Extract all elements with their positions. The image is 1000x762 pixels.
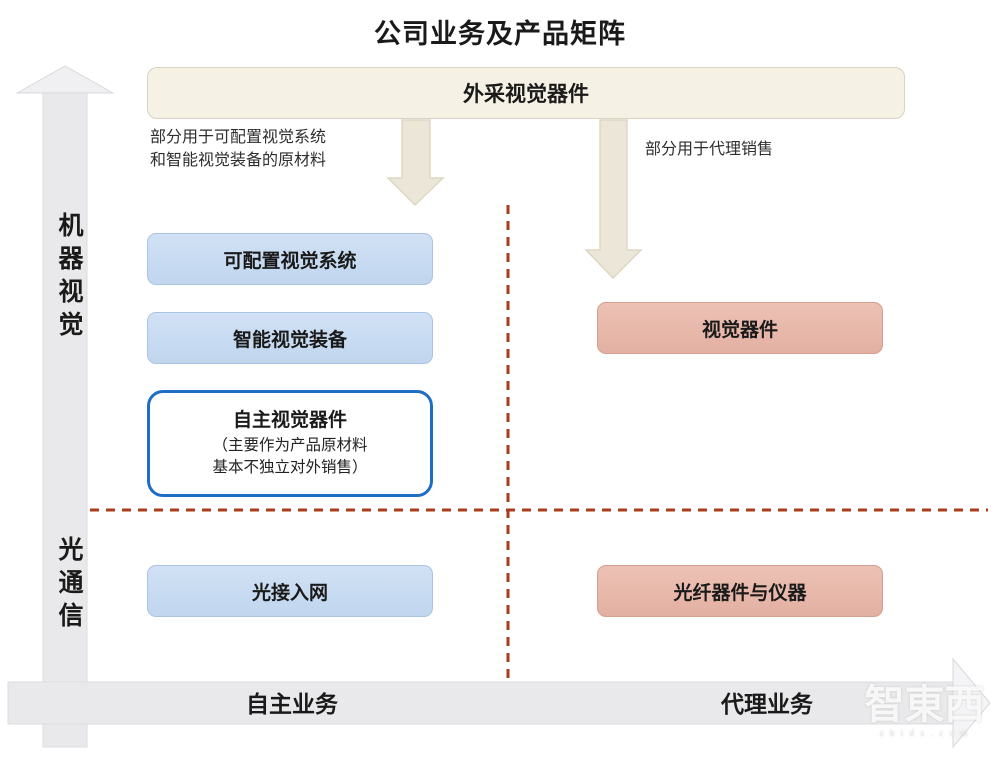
box-configurable-vision-system: 可配置视觉系统 bbox=[147, 233, 433, 285]
box-fiber-components-instruments-label: 光纤器件与仪器 bbox=[673, 582, 807, 604]
box-intelligent-vision-equipment: 智能视觉装备 bbox=[147, 312, 433, 364]
box-fiber-components-instruments: 光纤器件与仪器 bbox=[597, 565, 883, 617]
y-axis-label-optical-comm: 光通信 bbox=[55, 536, 82, 635]
box-self-developed-sub-line2: 基本不独立对外销售） bbox=[212, 459, 368, 477]
box-outsourced-vision-components-label: 外采视觉器件 bbox=[463, 82, 589, 106]
y-axis-shaft bbox=[42, 89, 88, 748]
box-optical-access-network-label: 光接入网 bbox=[251, 582, 328, 604]
flow-arrow-right-icon bbox=[584, 119, 643, 280]
box-configurable-vision-system-label: 可配置视觉系统 bbox=[223, 250, 357, 272]
box-self-developed-title: 自主视觉器件 bbox=[232, 410, 347, 432]
annotation-left: 部分用于可配置视觉系统 和智能视觉装备的原材料 bbox=[150, 126, 400, 172]
box-vision-components: 视觉器件 bbox=[597, 302, 883, 354]
annotation-right: 部分用于代理销售 bbox=[645, 141, 774, 158]
box-self-developed-vision-components: 自主视觉器件 （主要作为产品原材料 基本不独立对外销售） bbox=[147, 390, 433, 497]
annotation-left-line1: 部分用于可配置视觉系统 bbox=[150, 129, 327, 146]
x-axis-label-own-business: 自主业务 bbox=[246, 692, 338, 717]
y-axis-arrowhead-icon bbox=[15, 65, 115, 94]
x-axis-arrowhead-icon bbox=[952, 657, 991, 749]
box-outsourced-vision-components: 外采视觉器件 bbox=[147, 67, 905, 119]
y-axis-label-machine-vision: 机器视觉 bbox=[55, 212, 82, 344]
box-intelligent-vision-equipment-label: 智能视觉装备 bbox=[232, 329, 347, 351]
annotation-left-line2: 和智能视觉装备的原材料 bbox=[150, 152, 327, 169]
x-axis-shaft bbox=[7, 681, 956, 725]
box-self-developed-sub-line1: （主要作为产品原材料 bbox=[212, 436, 368, 454]
page-title: 公司业务及产品矩阵 bbox=[374, 19, 626, 49]
flow-arrow-left-icon bbox=[386, 119, 445, 207]
box-optical-access-network: 光接入网 bbox=[147, 565, 433, 617]
box-vision-components-label: 视觉器件 bbox=[701, 319, 778, 341]
x-axis-label-agency-business: 代理业务 bbox=[721, 692, 813, 717]
